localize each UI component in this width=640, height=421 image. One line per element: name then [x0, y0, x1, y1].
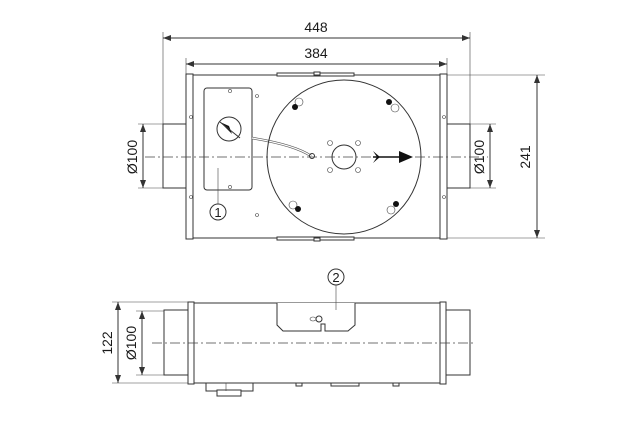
callout-1-label: 1 [214, 205, 221, 220]
dimension-122-label: 122 [99, 331, 115, 355]
dimension-384-label: 384 [304, 45, 328, 61]
callout-2 [327, 268, 345, 286]
inlet-spigot [162, 123, 188, 189]
top-view: 448 384 241 Ø100 Ø100 [124, 19, 545, 242]
airflow-arrow-icon [373, 151, 413, 163]
speed-dial-icon [216, 116, 242, 142]
side-view: 122 Ø100 2 [99, 268, 476, 397]
diameter-left-label: Ø100 [124, 140, 140, 174]
callout-2-label: 2 [332, 270, 339, 285]
callout-1 [209, 203, 227, 221]
dimension-241-label: 241 [517, 145, 533, 169]
control-box [203, 87, 253, 191]
outlet-spigot [445, 123, 471, 189]
dimension-448-label: 448 [304, 19, 328, 35]
terminal-box [276, 303, 356, 332]
diameter-side-label: Ø100 [123, 326, 139, 360]
